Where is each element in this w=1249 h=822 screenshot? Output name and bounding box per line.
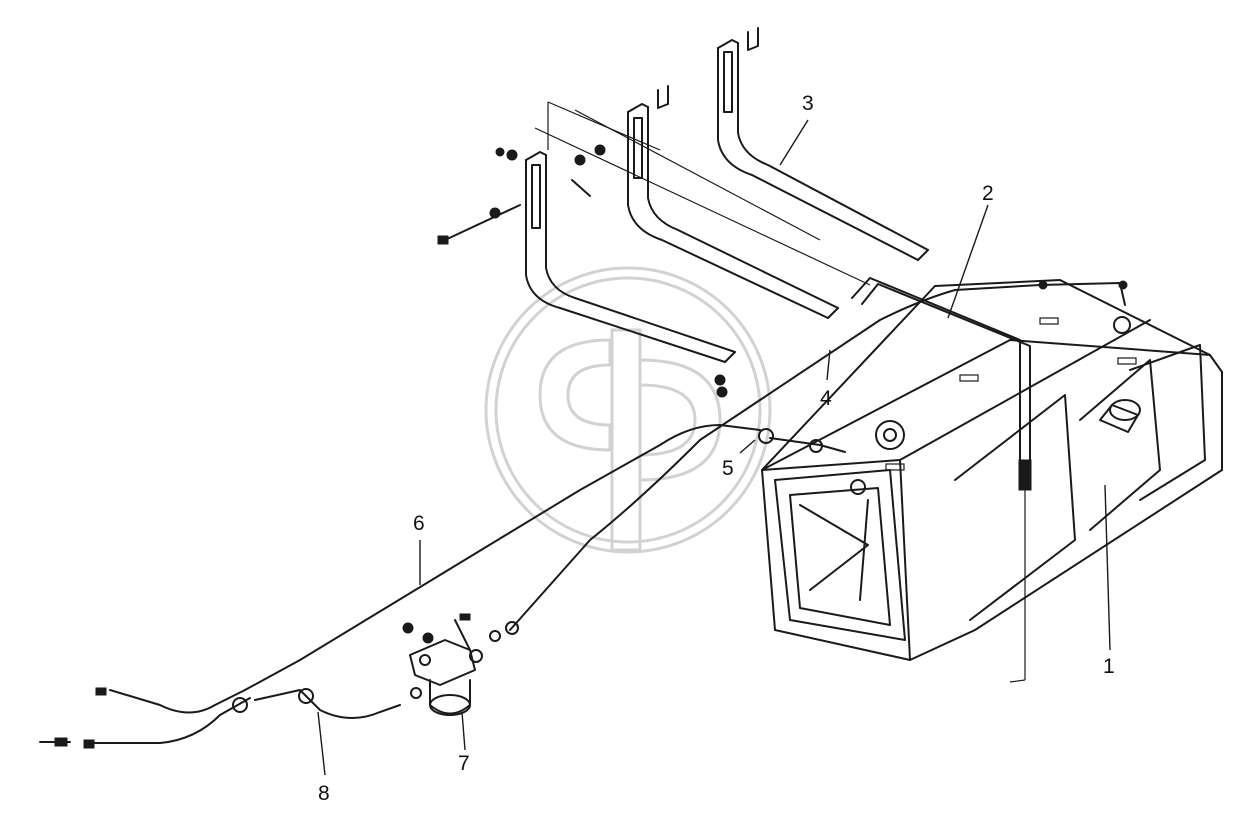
tank-strap <box>851 277 1032 683</box>
callout-4: 4 <box>820 387 832 410</box>
fuel-tank <box>761 279 1223 661</box>
callout-3: 3 <box>802 92 814 115</box>
callout-1: 1 <box>1103 655 1115 678</box>
callout-5: 5 <box>722 457 734 480</box>
callout-8: 8 <box>318 782 330 805</box>
callout-6: 6 <box>413 512 425 535</box>
callout-2: 2 <box>982 182 994 205</box>
callout-7: 7 <box>458 752 470 775</box>
watermark-logo-icon <box>484 266 772 554</box>
bracket-fasteners <box>437 144 728 398</box>
callout-leaders <box>317 119 1111 776</box>
tank-brackets <box>525 27 929 363</box>
line-fittings <box>39 280 1128 749</box>
callout-labels: 1 2 3 4 5 6 7 8 <box>318 92 1115 805</box>
fuel-filter <box>402 613 483 716</box>
